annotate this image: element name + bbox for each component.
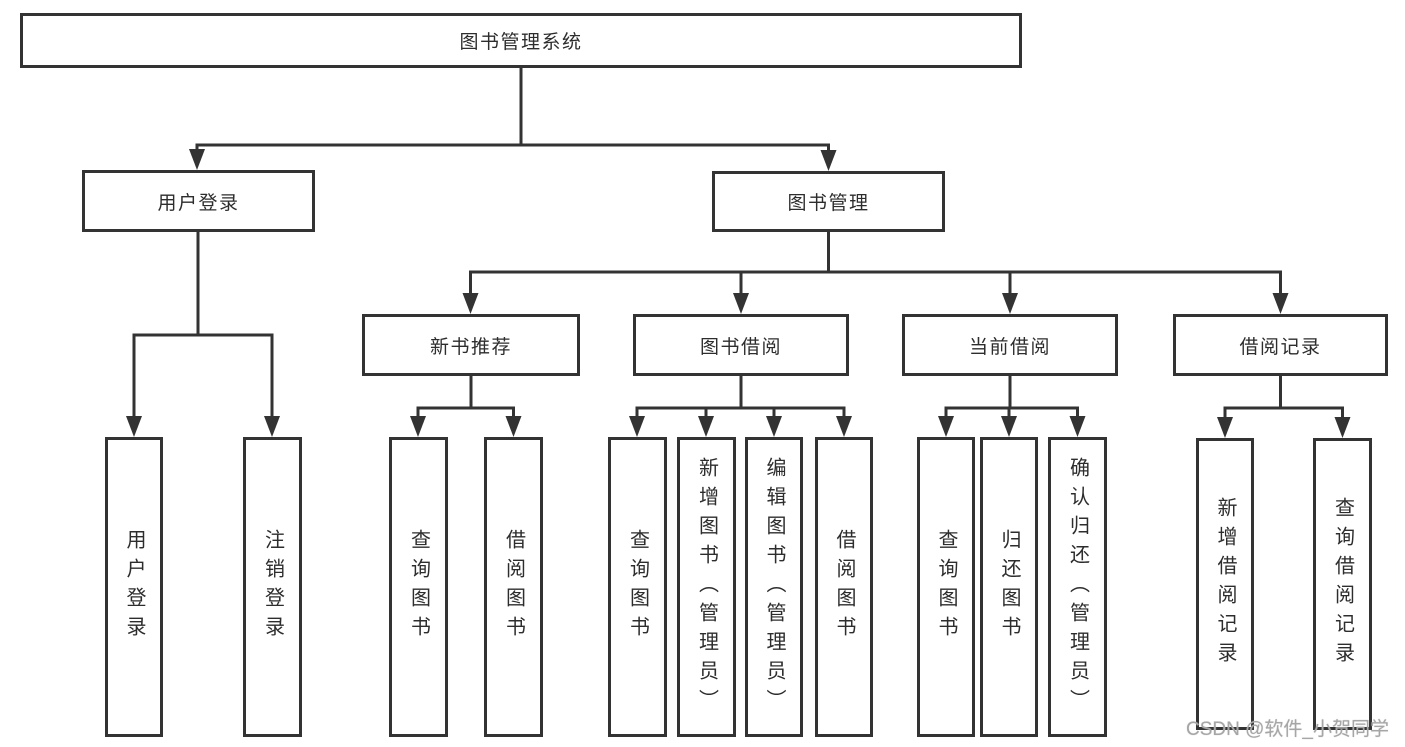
leaf-user-login-label: 用户登录 [123,529,145,645]
node-new-book-recommend: 新书推荐 [362,314,580,376]
leaf-query-book-recommend-label: 查询图书 [407,529,430,645]
node-borrowing-records-label: 借阅记录 [1239,336,1322,358]
leaf-borrow-book-recommend-label: 借阅图书 [502,529,525,645]
node-current-borrowing: 当前借阅 [902,314,1118,376]
leaf-borrow-book-recommend: 借阅图书 [484,437,543,737]
leaf-query-borrow-record-label: 查询借阅记录 [1331,497,1354,671]
leaf-add-book-admin-label: 新增图书（管理员） [695,456,718,718]
node-current-borrowing-label: 当前借阅 [968,336,1051,358]
leaf-query-book-current-label: 查询图书 [935,529,957,645]
leaf-borrow-book: 借阅图书 [815,437,873,737]
leaf-query-book-borrow-label: 查询图书 [626,529,649,645]
node-borrowing-records: 借阅记录 [1173,314,1388,376]
csdn-watermark: CSDN @软件_小贺同学 [1186,719,1389,740]
leaf-add-book-admin: 新增图书（管理员） [677,437,736,737]
leaf-query-borrow-record: 查询借阅记录 [1313,438,1372,730]
leaf-edit-book-admin-label: 编辑图书（管理员） [763,456,785,718]
node-book-borrowing-label: 图书借阅 [699,336,782,358]
node-book-management-label: 图书管理 [787,193,870,214]
node-book-borrowing: 图书借阅 [633,314,849,376]
leaf-return-book: 归还图书 [980,437,1038,737]
leaf-return-book-label: 归还图书 [998,529,1020,645]
leaf-confirm-return-admin-label: 确认归还（管理员） [1066,456,1089,718]
node-user-login-label: 用户登录 [157,192,240,214]
leaf-query-book-borrow: 查询图书 [608,437,667,737]
node-root-label: 图书管理系统 [459,32,583,53]
leaf-user-login: 用户登录 [105,437,163,737]
node-new-book-recommend-label: 新书推荐 [429,336,512,358]
node-user-login: 用户登录 [82,170,315,232]
leaf-edit-book-admin: 编辑图书（管理员） [745,437,803,737]
node-root: 图书管理系统 [20,13,1022,68]
leaf-add-borrow-record-label: 新增借阅记录 [1214,497,1236,671]
leaf-logout-label: 注销登录 [261,529,284,645]
node-book-management: 图书管理 [712,171,945,232]
leaf-borrow-book-label: 借阅图书 [833,529,855,645]
leaf-add-borrow-record: 新增借阅记录 [1196,438,1254,730]
leaf-query-book-current: 查询图书 [917,437,975,737]
leaf-logout: 注销登录 [243,437,302,737]
leaf-query-book-recommend: 查询图书 [389,437,448,737]
leaf-confirm-return-admin: 确认归还（管理员） [1048,437,1107,737]
